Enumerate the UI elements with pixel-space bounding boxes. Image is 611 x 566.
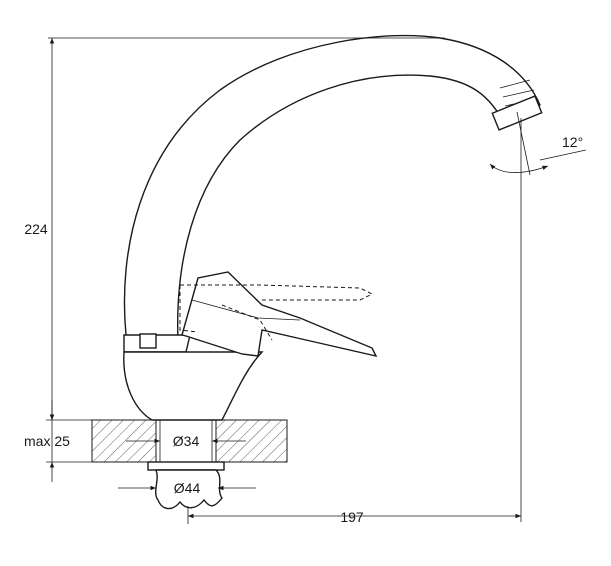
height-dimension: 224 [24, 37, 445, 421]
lever-handle [179, 271, 378, 358]
angle-dimension: 12° [489, 111, 587, 176]
mounting-nut [147, 461, 225, 510]
nut-label: Ø44 [174, 480, 201, 496]
countertop [91, 419, 288, 463]
angle-label: 12° [562, 134, 583, 150]
faucet-spout [123, 34, 543, 341]
faucet-base [123, 333, 264, 421]
reach-label: 197 [340, 509, 364, 525]
reach-dimension: 197 [187, 118, 522, 525]
bore-dimension: Ø34 [126, 433, 246, 449]
counter-thickness-label: max 25 [24, 433, 70, 449]
bore-label: Ø34 [173, 433, 200, 449]
nut-dimension: Ø44 [118, 480, 256, 496]
counter-thickness-dimension: max 25 [24, 400, 92, 482]
height-label: 224 [24, 221, 48, 237]
